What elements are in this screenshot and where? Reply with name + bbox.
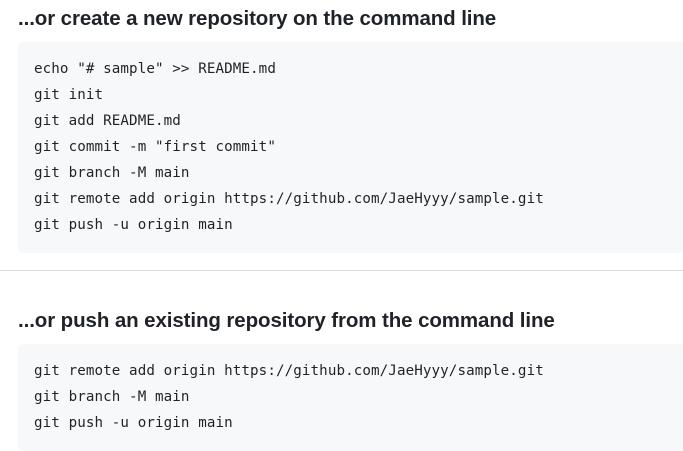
section-create-new-repository: ...or create a new repository on the com…: [18, 7, 683, 253]
code-line: git branch -M main: [34, 389, 190, 405]
page-title-create-new-repository: ...or create a new repository on the com…: [18, 7, 497, 30]
page-title-push-existing-repository: ...or push an existing repository from t…: [18, 309, 555, 332]
section-push-existing-repository: ...or push an existing repository from t…: [0, 271, 683, 451]
code-line: git remote add origin https://github.com…: [34, 363, 544, 379]
code-line: git branch -M main: [34, 165, 190, 181]
code-line: git push -u origin main: [34, 415, 233, 431]
code-block-create-new-repository[interactable]: echo "# sample" >> README.md git init gi…: [18, 42, 683, 253]
code-line: git init: [34, 87, 104, 103]
code-line: echo "# sample" >> README.md: [34, 61, 276, 77]
code-block-push-existing-repository[interactable]: git remote add origin https://github.com…: [18, 344, 683, 451]
code-line: git push -u origin main: [34, 217, 233, 233]
code-line: git add README.md: [34, 113, 181, 129]
code-line: git commit -m "first commit": [34, 139, 276, 155]
section-divider: [0, 270, 683, 271]
code-line: git remote add origin https://github.com…: [34, 191, 544, 207]
